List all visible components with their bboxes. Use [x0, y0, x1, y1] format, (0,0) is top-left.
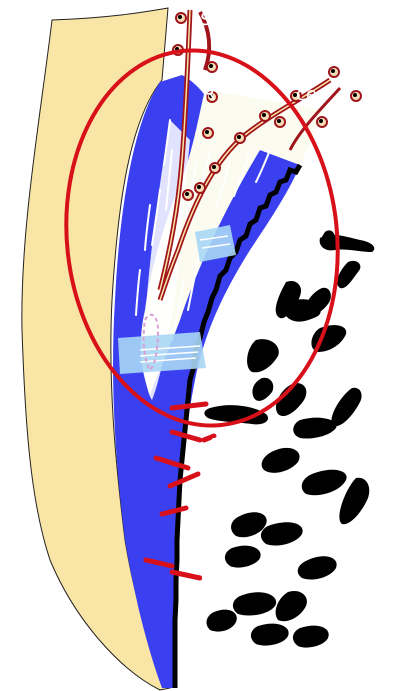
top-label: s: [200, 6, 211, 31]
lower-label: sse: [210, 430, 243, 454]
nucleus-mark: [261, 522, 303, 545]
nucleus-mark: [207, 610, 237, 632]
nucleus-mark: [302, 470, 347, 495]
mid-label: R: [203, 84, 216, 105]
nucleus-mark: [298, 556, 337, 579]
nucleus-mark: [331, 388, 361, 427]
nucleus-mark: [252, 378, 273, 401]
nucleus-mark: [337, 261, 360, 288]
nucleus-mark: [339, 478, 369, 524]
nucleus-mark: [293, 418, 336, 439]
nucleus-mark: [251, 624, 289, 646]
nucleus-mark: [233, 592, 276, 615]
nucleus-mark: [225, 546, 261, 568]
nucleus-mark: [262, 448, 300, 473]
nucleus-mark: [293, 626, 329, 648]
nucleus-mark: [247, 339, 279, 372]
bottom-label: Epithel: [200, 568, 269, 592]
right-label: ce: [296, 84, 317, 105]
nucleus-mark: [276, 591, 307, 621]
